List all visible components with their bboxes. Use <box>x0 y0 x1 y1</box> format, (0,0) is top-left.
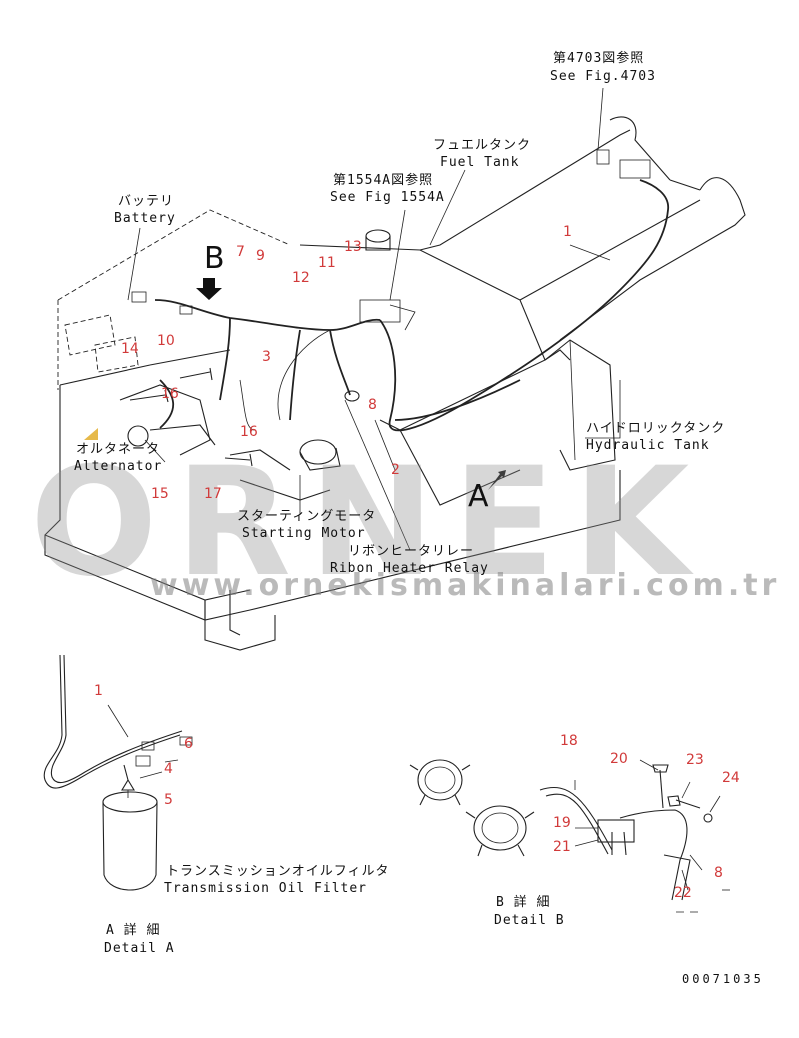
part-number-1: 1 <box>563 224 572 240</box>
detail-b-part-19: 19 <box>553 815 571 831</box>
part-number-3: 3 <box>262 349 271 365</box>
hydraulic-tank-label-jp: ハイドロリックタンク <box>586 421 726 436</box>
ribbon-heater-relay-label-jp: リボンヒータリレー <box>348 544 475 559</box>
detail-b-title-en: Detail B <box>494 913 565 928</box>
transmission-filter-label-en: Transmission Oil Filter <box>164 881 368 896</box>
view-b-arrow <box>196 278 222 300</box>
detail-b-part-21: 21 <box>553 839 571 855</box>
drawing-code: 00071035 <box>682 972 764 986</box>
view-arrows <box>84 278 506 490</box>
transmission-filter-label-jp: トランスミッションオイルフィルタ <box>166 864 390 879</box>
detail-b-part-24: 24 <box>722 770 740 786</box>
view-b-marker: B <box>204 241 225 276</box>
part-number-17: 17 <box>204 486 222 502</box>
fig1554-ref-jp: 第1554A図参照 <box>333 173 434 188</box>
battery-label-en: Battery <box>114 211 176 226</box>
part-number-2: 2 <box>391 462 400 478</box>
detail-b-title-jp: B 詳 細 <box>496 895 551 910</box>
fuel-tank-label-jp: フュエルタンク <box>433 138 532 153</box>
detail-a-title-en: Detail A <box>104 941 175 956</box>
part-number-11: 11 <box>318 255 336 271</box>
detail-b-drawing <box>409 759 730 913</box>
detail-a-part-5: 5 <box>164 792 173 808</box>
part-number-10: 10 <box>157 333 175 349</box>
leader-lines <box>127 87 621 551</box>
starting-motor-label-en: Starting Motor <box>242 526 366 541</box>
fig4703-ref-jp: 第4703図参照 <box>553 51 645 66</box>
part-number-13: 13 <box>344 239 362 255</box>
part-number-8: 8 <box>368 397 377 413</box>
machine-frame <box>44 116 746 651</box>
detail-a-title-jp: A 詳 細 <box>106 923 161 938</box>
watermark-brand: ORNEK <box>30 436 708 610</box>
battery-label-jp: バッテリ <box>118 194 175 209</box>
watermark-url: www.ornekismakinalari.com.tr <box>150 568 781 603</box>
fig4703-ref-en: See Fig.4703 <box>550 69 656 84</box>
alternator-label-jp: オルタネータ <box>76 442 161 457</box>
hydraulic-tank-label-en: Hydraulic Tank <box>586 438 710 453</box>
detail-b-part-23: 23 <box>686 752 704 768</box>
detail-a-part-6: 6 <box>184 736 193 752</box>
part-number-16-a: 16 <box>161 386 179 402</box>
part-number-9: 9 <box>256 248 265 264</box>
part-number-16-b: 16 <box>240 424 258 440</box>
detail-b-part-22: 22 <box>674 885 692 901</box>
detail-a-part-1: 1 <box>94 683 103 699</box>
fig1554-ref-en: See Fig 1554A <box>330 190 445 205</box>
alternator-marker <box>84 428 98 440</box>
ribbon-heater-relay-label-en: Ribon Heater Relay <box>330 561 489 576</box>
starting-motor-label-jp: スターティングモータ <box>237 509 377 524</box>
part-number-15: 15 <box>151 486 169 502</box>
part-number-7: 7 <box>236 244 245 260</box>
fuel-tank-label-en: Fuel Tank <box>440 155 520 170</box>
detail-b-part-8: 8 <box>714 865 723 881</box>
detail-b-part-20: 20 <box>610 751 628 767</box>
part-number-12: 12 <box>292 270 310 286</box>
detail-a-drawing <box>43 654 193 891</box>
part-number-14: 14 <box>121 341 139 357</box>
view-a-arrow <box>488 470 506 490</box>
wire-harness <box>129 149 669 467</box>
detail-b-part-18: 18 <box>560 733 578 749</box>
alternator-label-en: Alternator <box>74 459 163 474</box>
view-a-marker: A <box>468 479 489 514</box>
detail-a-part-4: 4 <box>164 761 173 777</box>
